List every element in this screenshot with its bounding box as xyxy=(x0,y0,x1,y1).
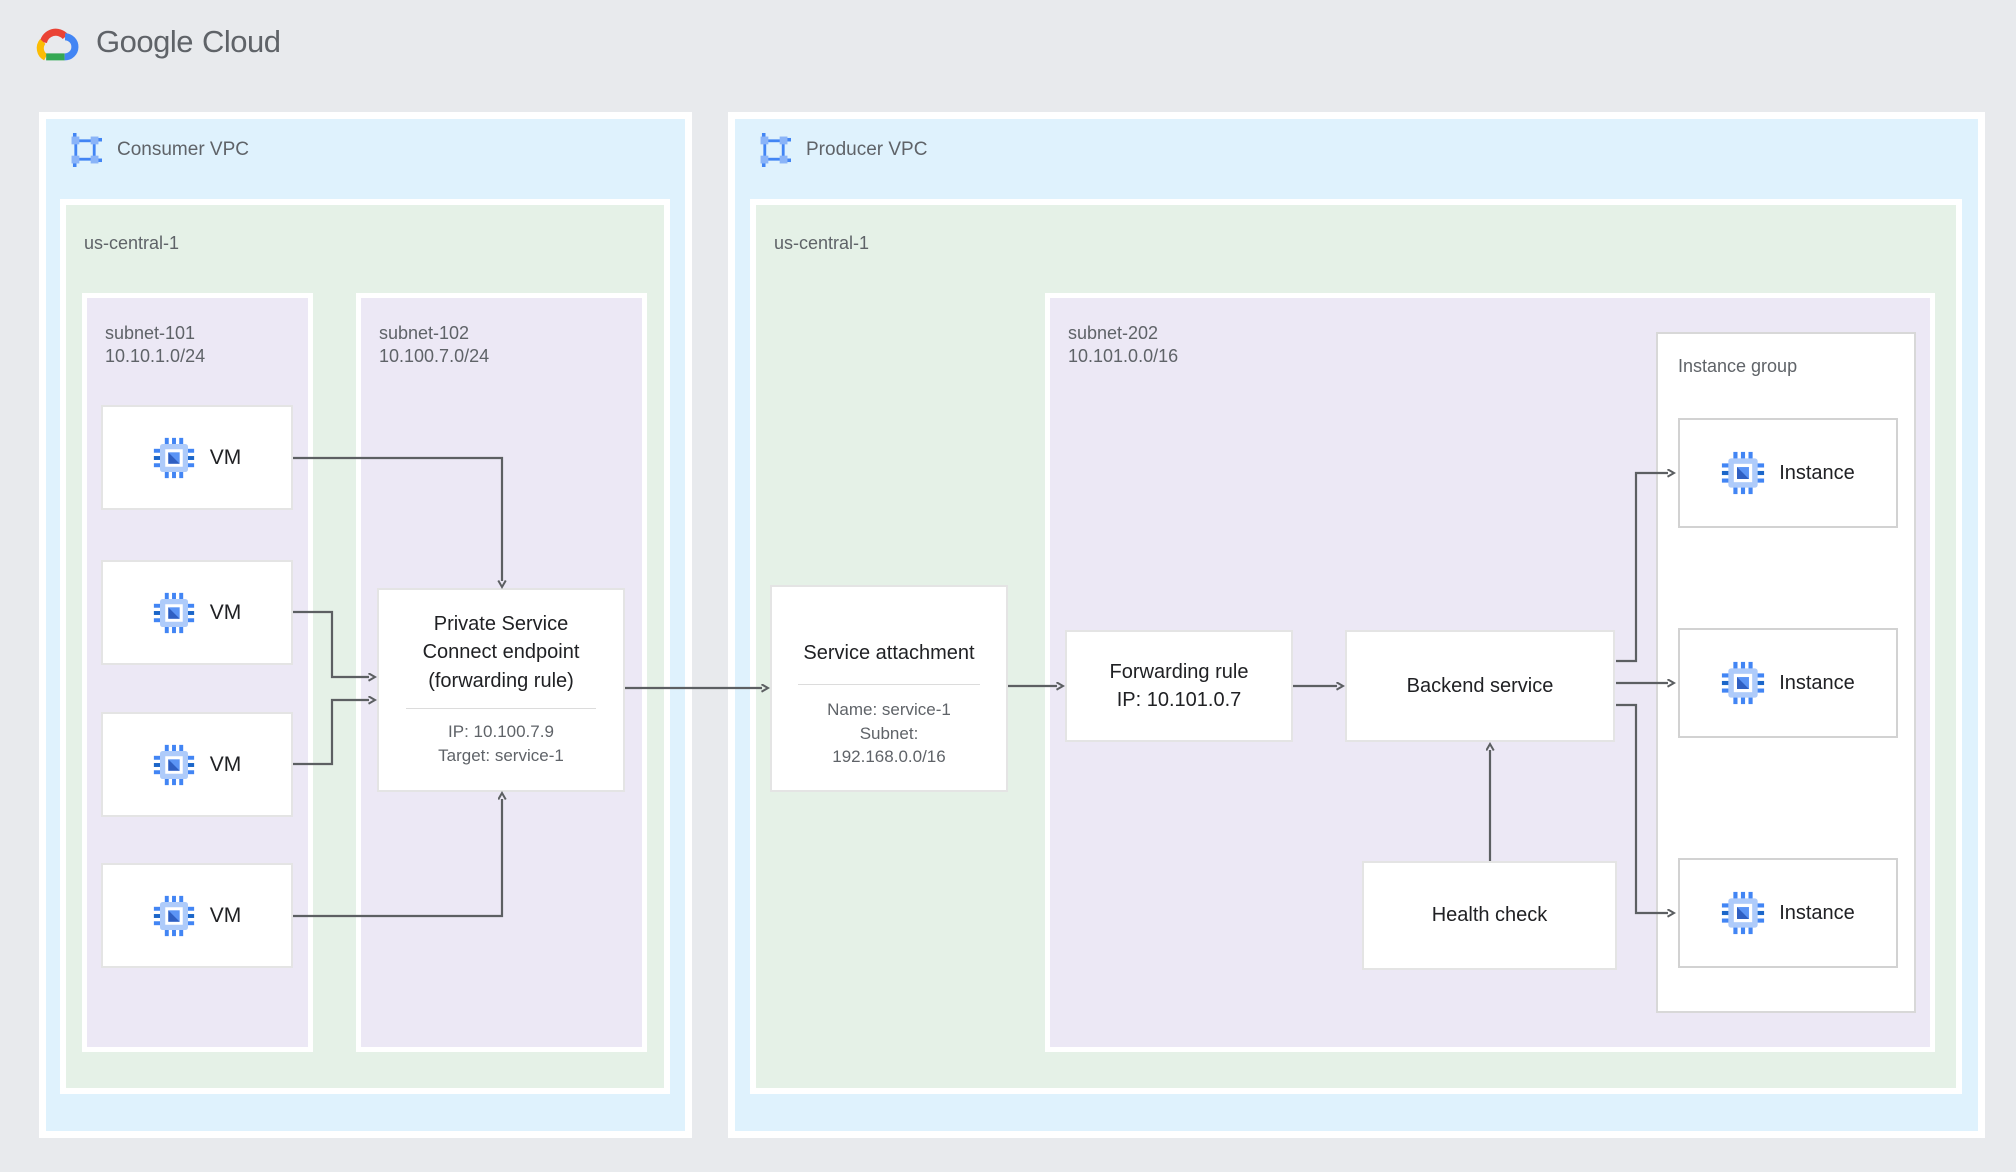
psc-target: Target: service-1 xyxy=(438,745,564,765)
compute-engine-icon xyxy=(1721,451,1765,495)
subnet-101: subnet-101 10.10.1.0/24 VM VM VM V xyxy=(82,293,313,1052)
compute-engine-icon xyxy=(153,744,195,786)
instance-node: Instance xyxy=(1678,418,1898,528)
instance-label: Instance xyxy=(1779,901,1855,924)
vm-label: VM xyxy=(209,752,242,776)
service-attachment-subnet-label: Subnet: xyxy=(859,723,919,743)
instance-label: Instance xyxy=(1779,461,1855,484)
psc-title-line3: (forwarding rule) xyxy=(428,669,574,692)
producer-vpc-header: Producer VPC xyxy=(757,133,927,167)
subnet-202-cidr: 10.101.0.0/16 xyxy=(1068,346,1179,367)
forwarding-rule-node: Forwarding rule IP: 10.101.0.7 xyxy=(1065,630,1293,742)
compute-engine-icon xyxy=(1721,661,1765,705)
service-attachment-subnet-cidr: 192.168.0.0/16 xyxy=(832,747,946,767)
backend-service-label: Backend service xyxy=(1406,674,1554,697)
vpc-network-icon xyxy=(68,133,102,167)
vm-label: VM xyxy=(209,600,242,624)
psc-endpoint-details: IP: 10.100.7.9 Target: service-1 xyxy=(438,720,564,767)
vm-node: VM xyxy=(101,712,293,817)
service-attachment-details: Name: service-1 Subnet: 192.168.0.0/16 xyxy=(827,698,951,768)
subnet-102-cidr: 10.100.7.0/24 xyxy=(379,346,490,367)
vm-label: VM xyxy=(209,445,242,469)
subnet-202-name: subnet-202 xyxy=(1068,323,1159,343)
vm-node: VM xyxy=(101,405,293,510)
instance-node: Instance xyxy=(1678,858,1898,968)
psc-endpoint-title: Private Service Connect endpoint (forwar… xyxy=(423,610,580,695)
google-cloud-icon xyxy=(36,28,79,61)
service-attachment-title: Service attachment xyxy=(803,642,975,664)
logo-google-text: Google xyxy=(96,23,193,59)
google-cloud-wordmark: Google Cloud xyxy=(96,23,281,60)
service-attachment-name: Name: service-1 xyxy=(827,700,951,720)
divider xyxy=(405,708,597,710)
producer-region-label: us-central-1 xyxy=(774,233,870,253)
google-cloud-logo: Google Cloud xyxy=(30,20,281,63)
vm-label: VM xyxy=(209,903,242,927)
instance-label: Instance xyxy=(1779,671,1855,694)
instance-node: Instance xyxy=(1678,628,1898,738)
compute-engine-icon xyxy=(1721,891,1765,935)
forwarding-rule-line2: IP: 10.101.0.7 xyxy=(1116,689,1242,711)
subnet-202: subnet-202 10.101.0.0/16 Forwarding rule… xyxy=(1045,293,1935,1052)
producer-region: us-central-1 Service attachment Name: se… xyxy=(750,199,1962,1094)
subnet-101-cidr: 10.10.1.0/24 xyxy=(105,346,206,367)
forwarding-rule-title: Forwarding rule IP: 10.101.0.7 xyxy=(1110,658,1249,715)
compute-engine-icon xyxy=(153,895,195,937)
consumer-region-label: us-central-1 xyxy=(84,233,180,253)
health-check-node: Health check xyxy=(1362,861,1617,970)
psc-title-line2: Connect endpoint xyxy=(422,641,580,664)
producer-vpc-container: Producer VPC us-central-1 Service attach… xyxy=(728,112,1985,1138)
vm-node: VM xyxy=(101,863,293,968)
logo-cloud-text: Cloud xyxy=(201,23,281,59)
psc-endpoint-node: Private Service Connect endpoint (forwar… xyxy=(377,588,625,792)
consumer-region: us-central-1 subnet-101 10.10.1.0/24 VM … xyxy=(60,199,670,1094)
producer-vpc-label: Producer VPC xyxy=(806,139,928,160)
consumer-vpc-container: Consumer VPC us-central-1 subnet-101 10.… xyxy=(39,112,692,1138)
health-check-label: Health check xyxy=(1431,904,1548,927)
consumer-vpc-label: Consumer VPC xyxy=(117,139,249,160)
subnet-202-label: subnet-202 10.101.0.0/16 xyxy=(1068,322,1178,369)
backend-service-node: Backend service xyxy=(1345,630,1615,742)
vpc-network-icon xyxy=(757,133,791,167)
divider xyxy=(797,684,981,686)
compute-engine-icon xyxy=(153,592,195,634)
consumer-vpc-header: Consumer VPC xyxy=(68,133,249,167)
psc-title-line1: Private Service xyxy=(433,613,569,635)
subnet-101-name: subnet-101 xyxy=(105,323,196,343)
subnet-101-label: subnet-101 10.10.1.0/24 xyxy=(105,322,205,369)
subnet-102-label: subnet-102 10.100.7.0/24 xyxy=(379,322,489,369)
forwarding-rule-line1: Forwarding rule xyxy=(1109,660,1249,683)
service-attachment-node: Service attachment Name: service-1 Subne… xyxy=(770,585,1008,792)
vm-node: VM xyxy=(101,560,293,665)
subnet-102: subnet-102 10.100.7.0/24 Private Service… xyxy=(356,293,647,1052)
subnet-102-name: subnet-102 xyxy=(379,323,470,343)
compute-engine-icon xyxy=(153,437,195,479)
instance-group-container: Instance group Instance Instance Instanc… xyxy=(1656,332,1916,1013)
instance-group-label: Instance group xyxy=(1678,356,1798,376)
psc-ip: IP: 10.100.7.9 xyxy=(448,722,554,742)
